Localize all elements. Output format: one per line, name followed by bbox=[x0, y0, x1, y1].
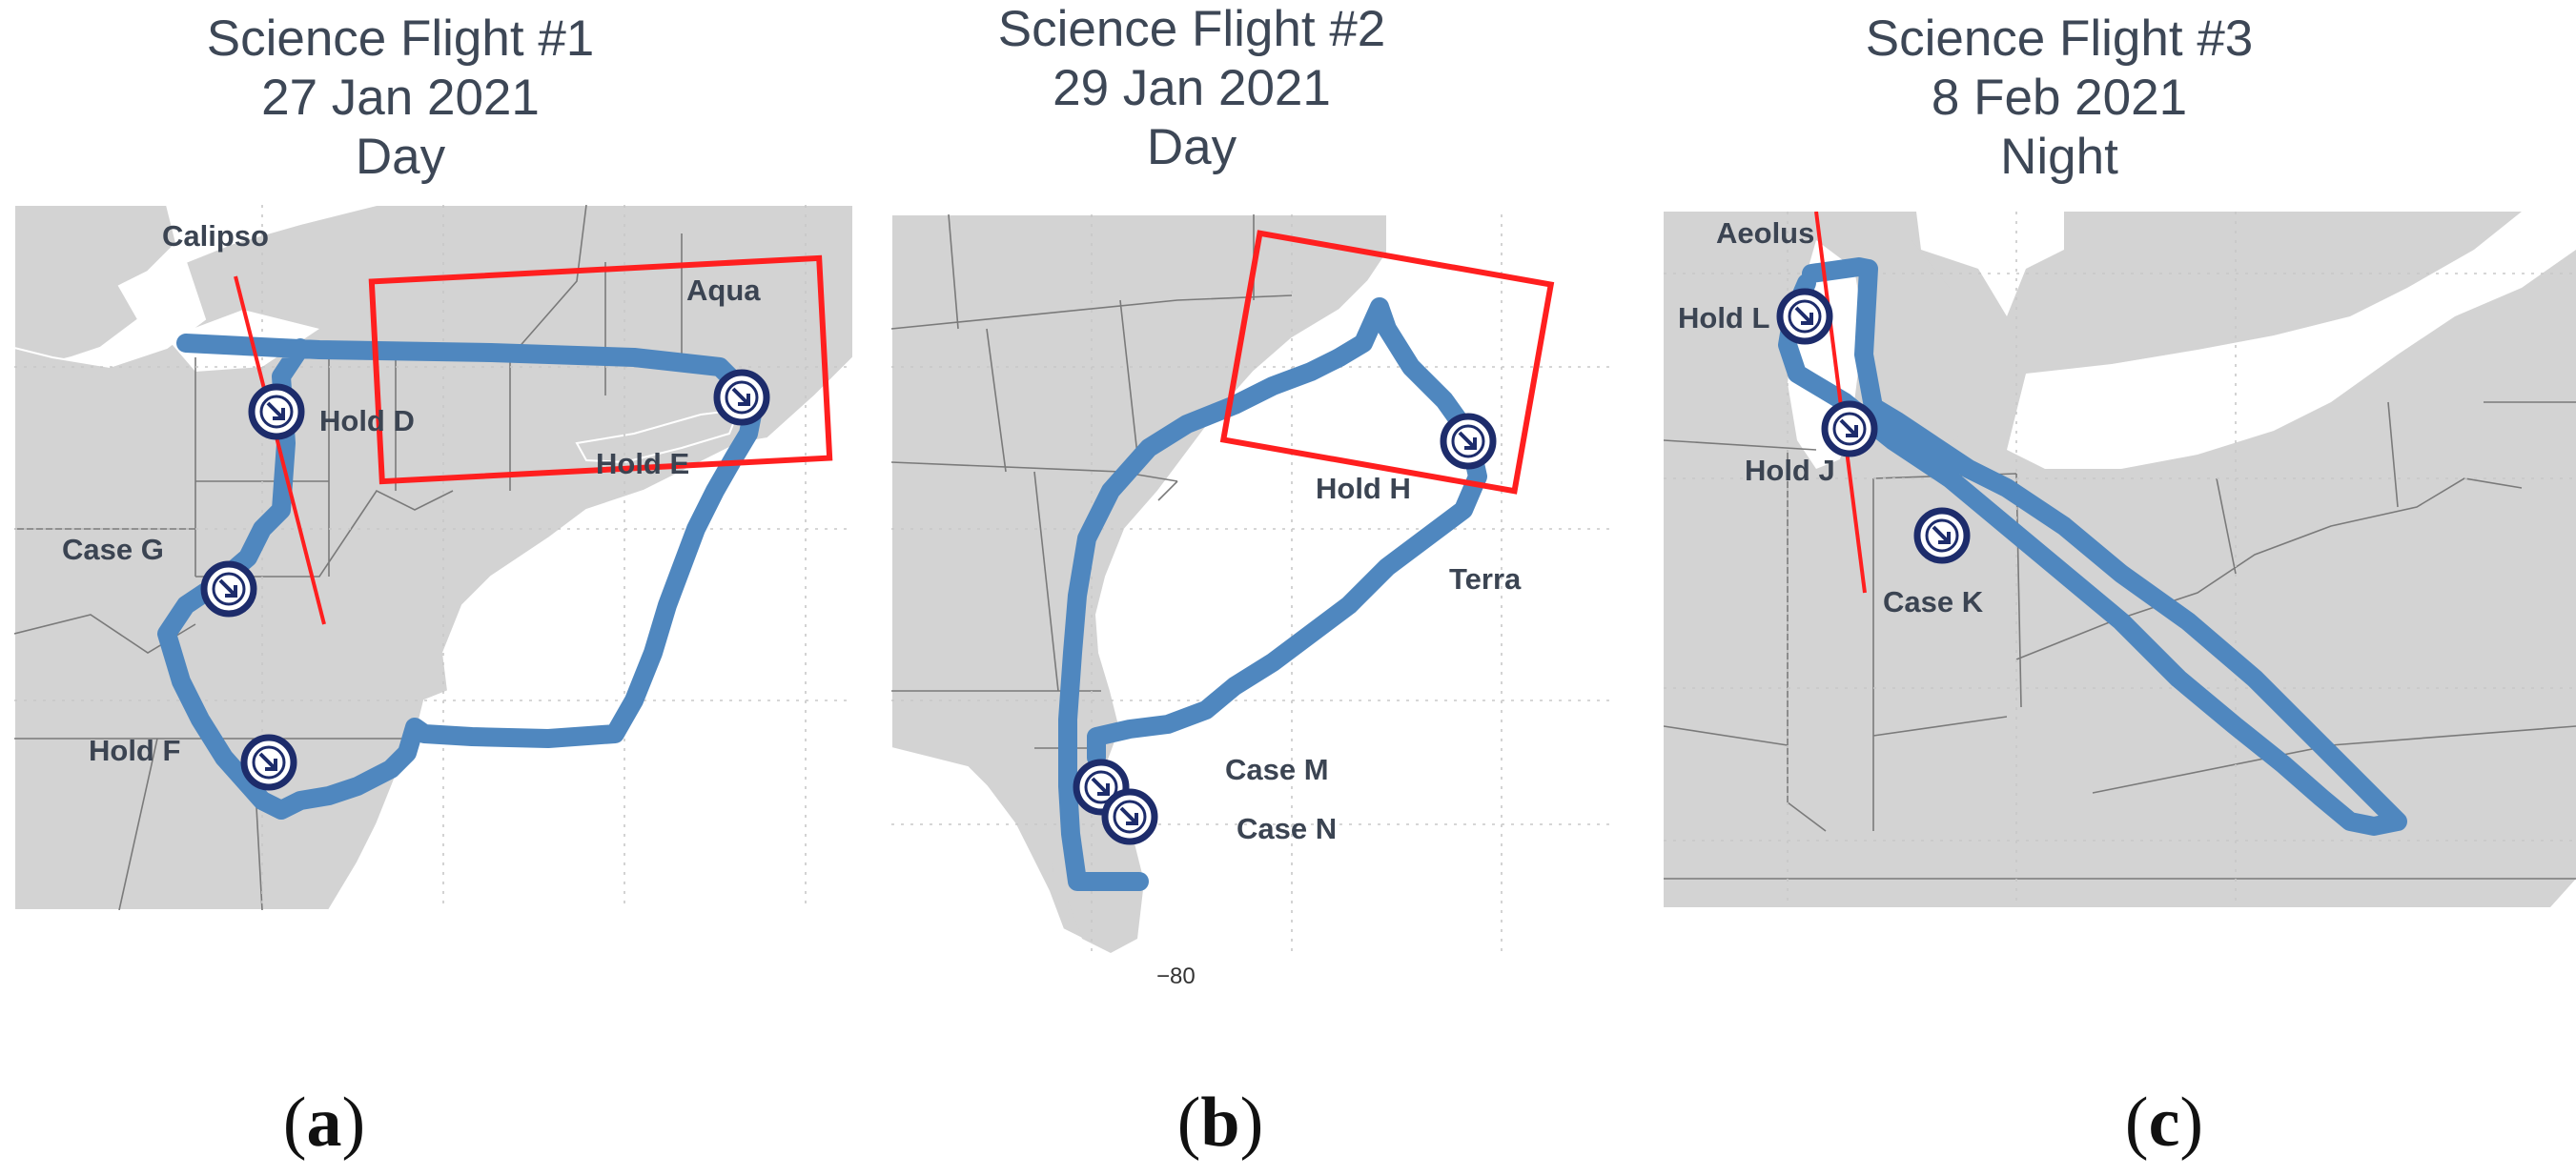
panel-a-map: Calipso Aqua Hold D Hold E Case G Hold F bbox=[14, 205, 853, 910]
label-hold-f: Hold F bbox=[89, 734, 180, 767]
panel-c-map: Aeolus Hold L Hold J Case K bbox=[1664, 212, 2576, 907]
label-hold-j: Hold J bbox=[1745, 454, 1835, 487]
land-long-island bbox=[575, 408, 741, 464]
label-hold-l: Hold L bbox=[1678, 301, 1769, 335]
panel-c-caption-letter: c bbox=[2148, 1084, 2180, 1162]
case-k-marker bbox=[1917, 511, 1967, 560]
case-n-marker bbox=[1105, 792, 1155, 841]
panel-c-title: Science Flight #3 8 Feb 2021 Night bbox=[1773, 10, 2345, 187]
flight-track-b bbox=[1058, 297, 1487, 891]
label-calipso: Calipso bbox=[162, 219, 269, 253]
ocean-east bbox=[2550, 879, 2576, 907]
label-hold-e: Hold E bbox=[596, 447, 689, 480]
calipso-track bbox=[234, 275, 326, 625]
graticule-a bbox=[14, 205, 853, 910]
hold-h-marker bbox=[1443, 416, 1493, 466]
label-case-g: Case G bbox=[62, 533, 164, 566]
hold-j-marker bbox=[1825, 404, 1874, 454]
label-aqua: Aqua bbox=[686, 274, 761, 307]
panel-b-title-line3: Day bbox=[1146, 119, 1237, 175]
terra-box bbox=[1219, 230, 1555, 495]
panel-c-title-line3: Night bbox=[2000, 129, 2118, 185]
lake-huron-north bbox=[1916, 212, 2064, 316]
lake-erie-region bbox=[2007, 212, 2576, 469]
panel-b-caption-letter: b bbox=[1200, 1084, 1240, 1162]
label-hold-d: Hold D bbox=[319, 404, 415, 437]
aqua-box bbox=[368, 254, 833, 485]
case-g-marker bbox=[204, 564, 254, 614]
label-aeolus: Aeolus bbox=[1716, 216, 1814, 250]
label-case-k: Case K bbox=[1883, 585, 1984, 618]
panel-b-caption: (b) bbox=[1176, 1084, 1264, 1162]
panel-a-title-line2: 27 Jan 2021 bbox=[261, 70, 540, 126]
label-hold-h: Hold H bbox=[1316, 472, 1411, 505]
land-michigan bbox=[1869, 240, 2007, 459]
panel-b-title-line2: 29 Jan 2021 bbox=[1053, 60, 1331, 116]
panel-c-title-line1: Science Flight #3 bbox=[1865, 10, 2254, 67]
panel-b-title-line1: Science Flight #2 bbox=[997, 1, 1386, 57]
panel-a-title-line3: Day bbox=[355, 129, 446, 185]
panel-a-caption: (a) bbox=[282, 1084, 366, 1162]
label-terra: Terra bbox=[1449, 562, 1522, 596]
label-case-m: Case M bbox=[1225, 753, 1329, 786]
label-case-n: Case N bbox=[1237, 812, 1337, 845]
hold-l-marker bbox=[1780, 292, 1830, 341]
hold-d-marker bbox=[252, 387, 301, 436]
hold-e-marker bbox=[717, 373, 767, 422]
state-borders-a bbox=[14, 205, 683, 910]
panel-a-title-line1: Science Flight #1 bbox=[206, 10, 595, 67]
panel-b-title: Science Flight #2 29 Jan 2021 Day bbox=[915, 0, 1468, 177]
land-main-a bbox=[14, 205, 853, 910]
graticule-b bbox=[891, 214, 1616, 953]
panel-c-title-line2: 8 Feb 2021 bbox=[1931, 70, 2188, 126]
panel-b-map: Hold H Terra Case M Case N −80 bbox=[891, 214, 1616, 989]
hold-f-marker bbox=[244, 738, 294, 787]
lon-tick-label: −80 bbox=[1156, 963, 1196, 989]
panel-a-title: Science Flight #1 27 Jan 2021 Day bbox=[124, 10, 677, 187]
panel-c-caption: (c) bbox=[2124, 1084, 2204, 1162]
flight-track-c bbox=[1778, 257, 2407, 836]
aeolus-track bbox=[1814, 212, 1867, 594]
panel-a-caption-letter: a bbox=[306, 1084, 342, 1162]
